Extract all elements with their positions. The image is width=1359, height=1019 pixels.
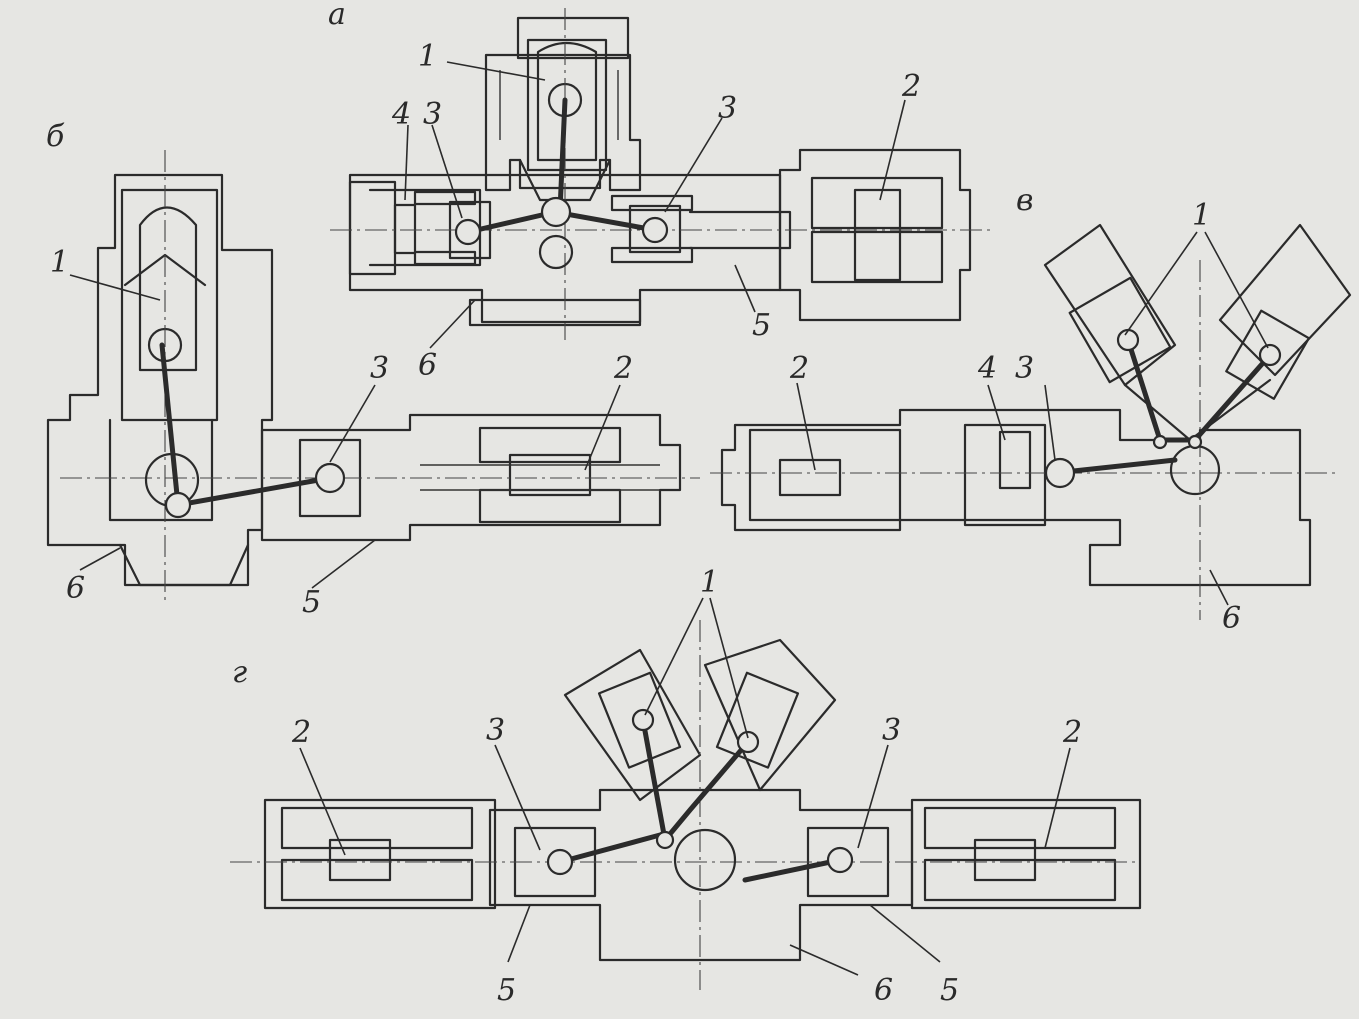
view-g-drawing [230, 620, 1142, 990]
label-a-3-left: 3 [423, 97, 442, 132]
label-g-5-right: 5 [940, 973, 959, 1008]
label-v-3: 3 [1015, 351, 1034, 386]
label-a-3-right: 3 [718, 91, 737, 126]
leader-lines [69, 61, 1269, 976]
label-g-3-left: 3 [486, 713, 505, 748]
label-g-5-left: 5 [497, 973, 516, 1008]
view-a-drawing [330, 8, 990, 340]
label-b-1: 1 [50, 245, 69, 280]
view-letter-v: в [1016, 183, 1033, 218]
label-b-6: 6 [66, 571, 85, 606]
label-v-6: 6 [1222, 601, 1241, 636]
view-letter-a: а [328, 0, 346, 32]
label-g-3-right: 3 [882, 713, 901, 748]
label-v-1: 1 [1192, 198, 1211, 233]
label-g-1: 1 [700, 565, 719, 600]
label-b-2: 2 [613, 351, 633, 386]
label-a-6: 6 [418, 348, 437, 383]
label-g-2-left: 2 [291, 715, 311, 750]
label-b-5: 5 [302, 585, 321, 620]
view-v-drawing [710, 223, 1352, 620]
label-a-4: 4 [391, 97, 411, 132]
label-g-6: 6 [874, 973, 893, 1008]
view-letter-g: г [232, 655, 247, 690]
label-b-3: 3 [370, 351, 389, 386]
label-v-4: 4 [977, 351, 997, 386]
label-a-5: 5 [752, 308, 771, 343]
view-b-drawing [46, 150, 700, 605]
view-letter-b: б [46, 119, 65, 154]
label-a-1: 1 [418, 39, 437, 74]
label-a-2: 2 [901, 69, 921, 104]
label-v-2: 2 [789, 351, 809, 386]
label-g-2-right: 2 [1062, 715, 1082, 750]
